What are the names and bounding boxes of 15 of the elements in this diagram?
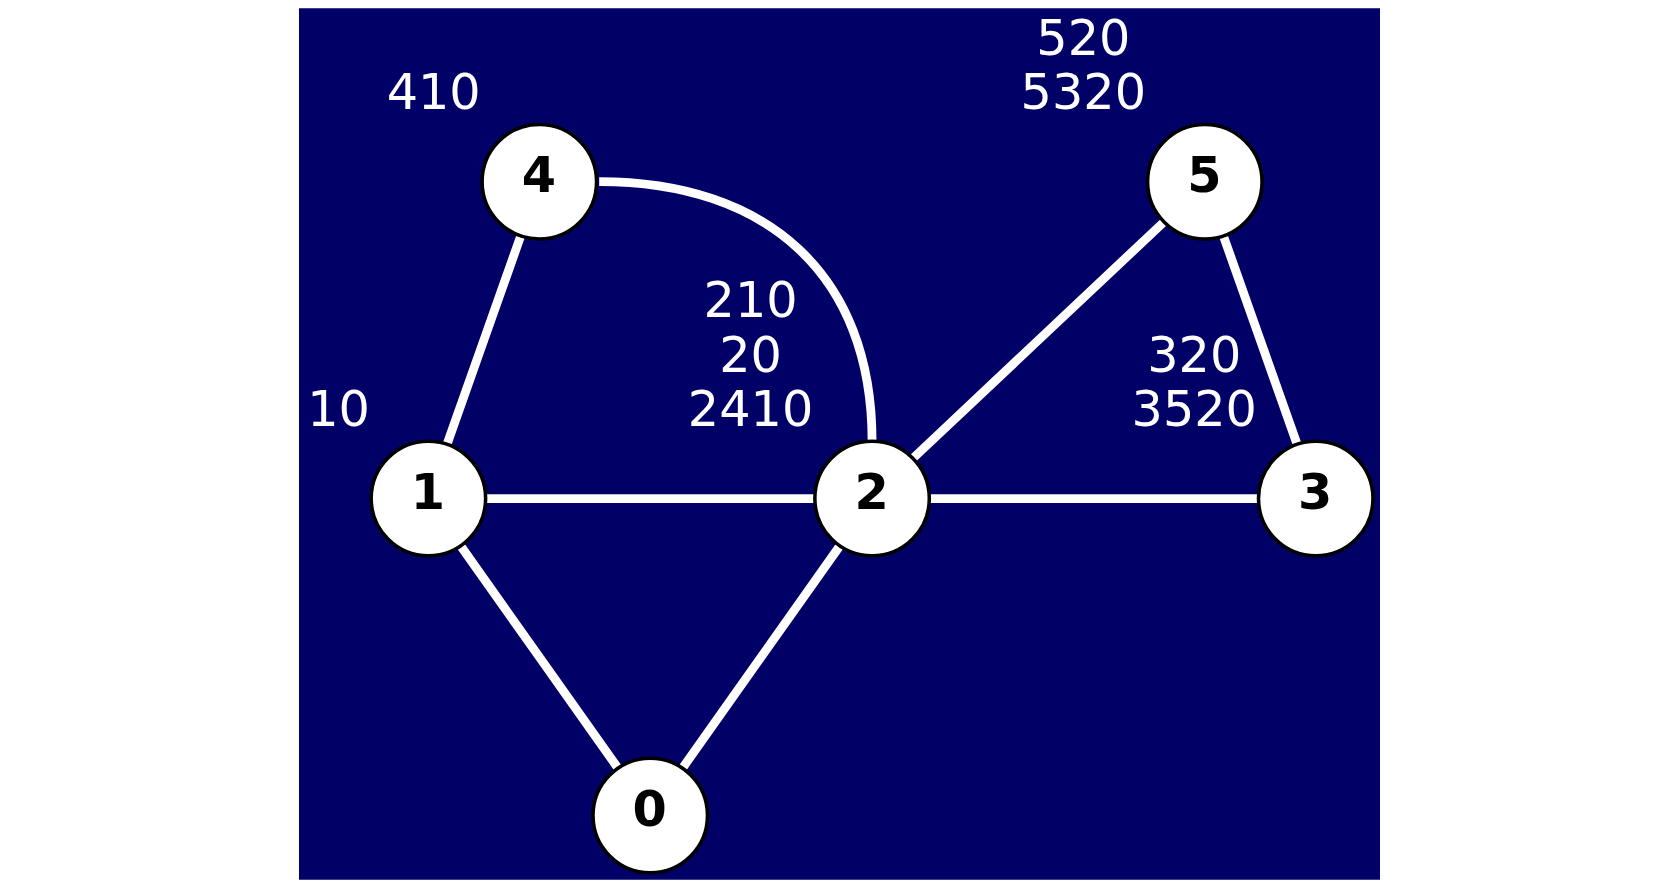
node-label: 410 [386,63,481,122]
node-circle: 2 [813,439,932,558]
connector [1219,234,1302,446]
node-circle: 3 [1256,439,1375,558]
node-circle: 0 [591,756,710,875]
connector [678,543,844,771]
connector [457,543,622,771]
node-circle: 5 [1145,122,1264,241]
connector [598,177,877,442]
connector [910,218,1168,462]
connector [486,494,815,503]
connector [442,234,525,446]
node-circle: 1 [369,439,488,558]
node-label: 10 [307,380,370,439]
node-circle: 4 [480,122,599,241]
